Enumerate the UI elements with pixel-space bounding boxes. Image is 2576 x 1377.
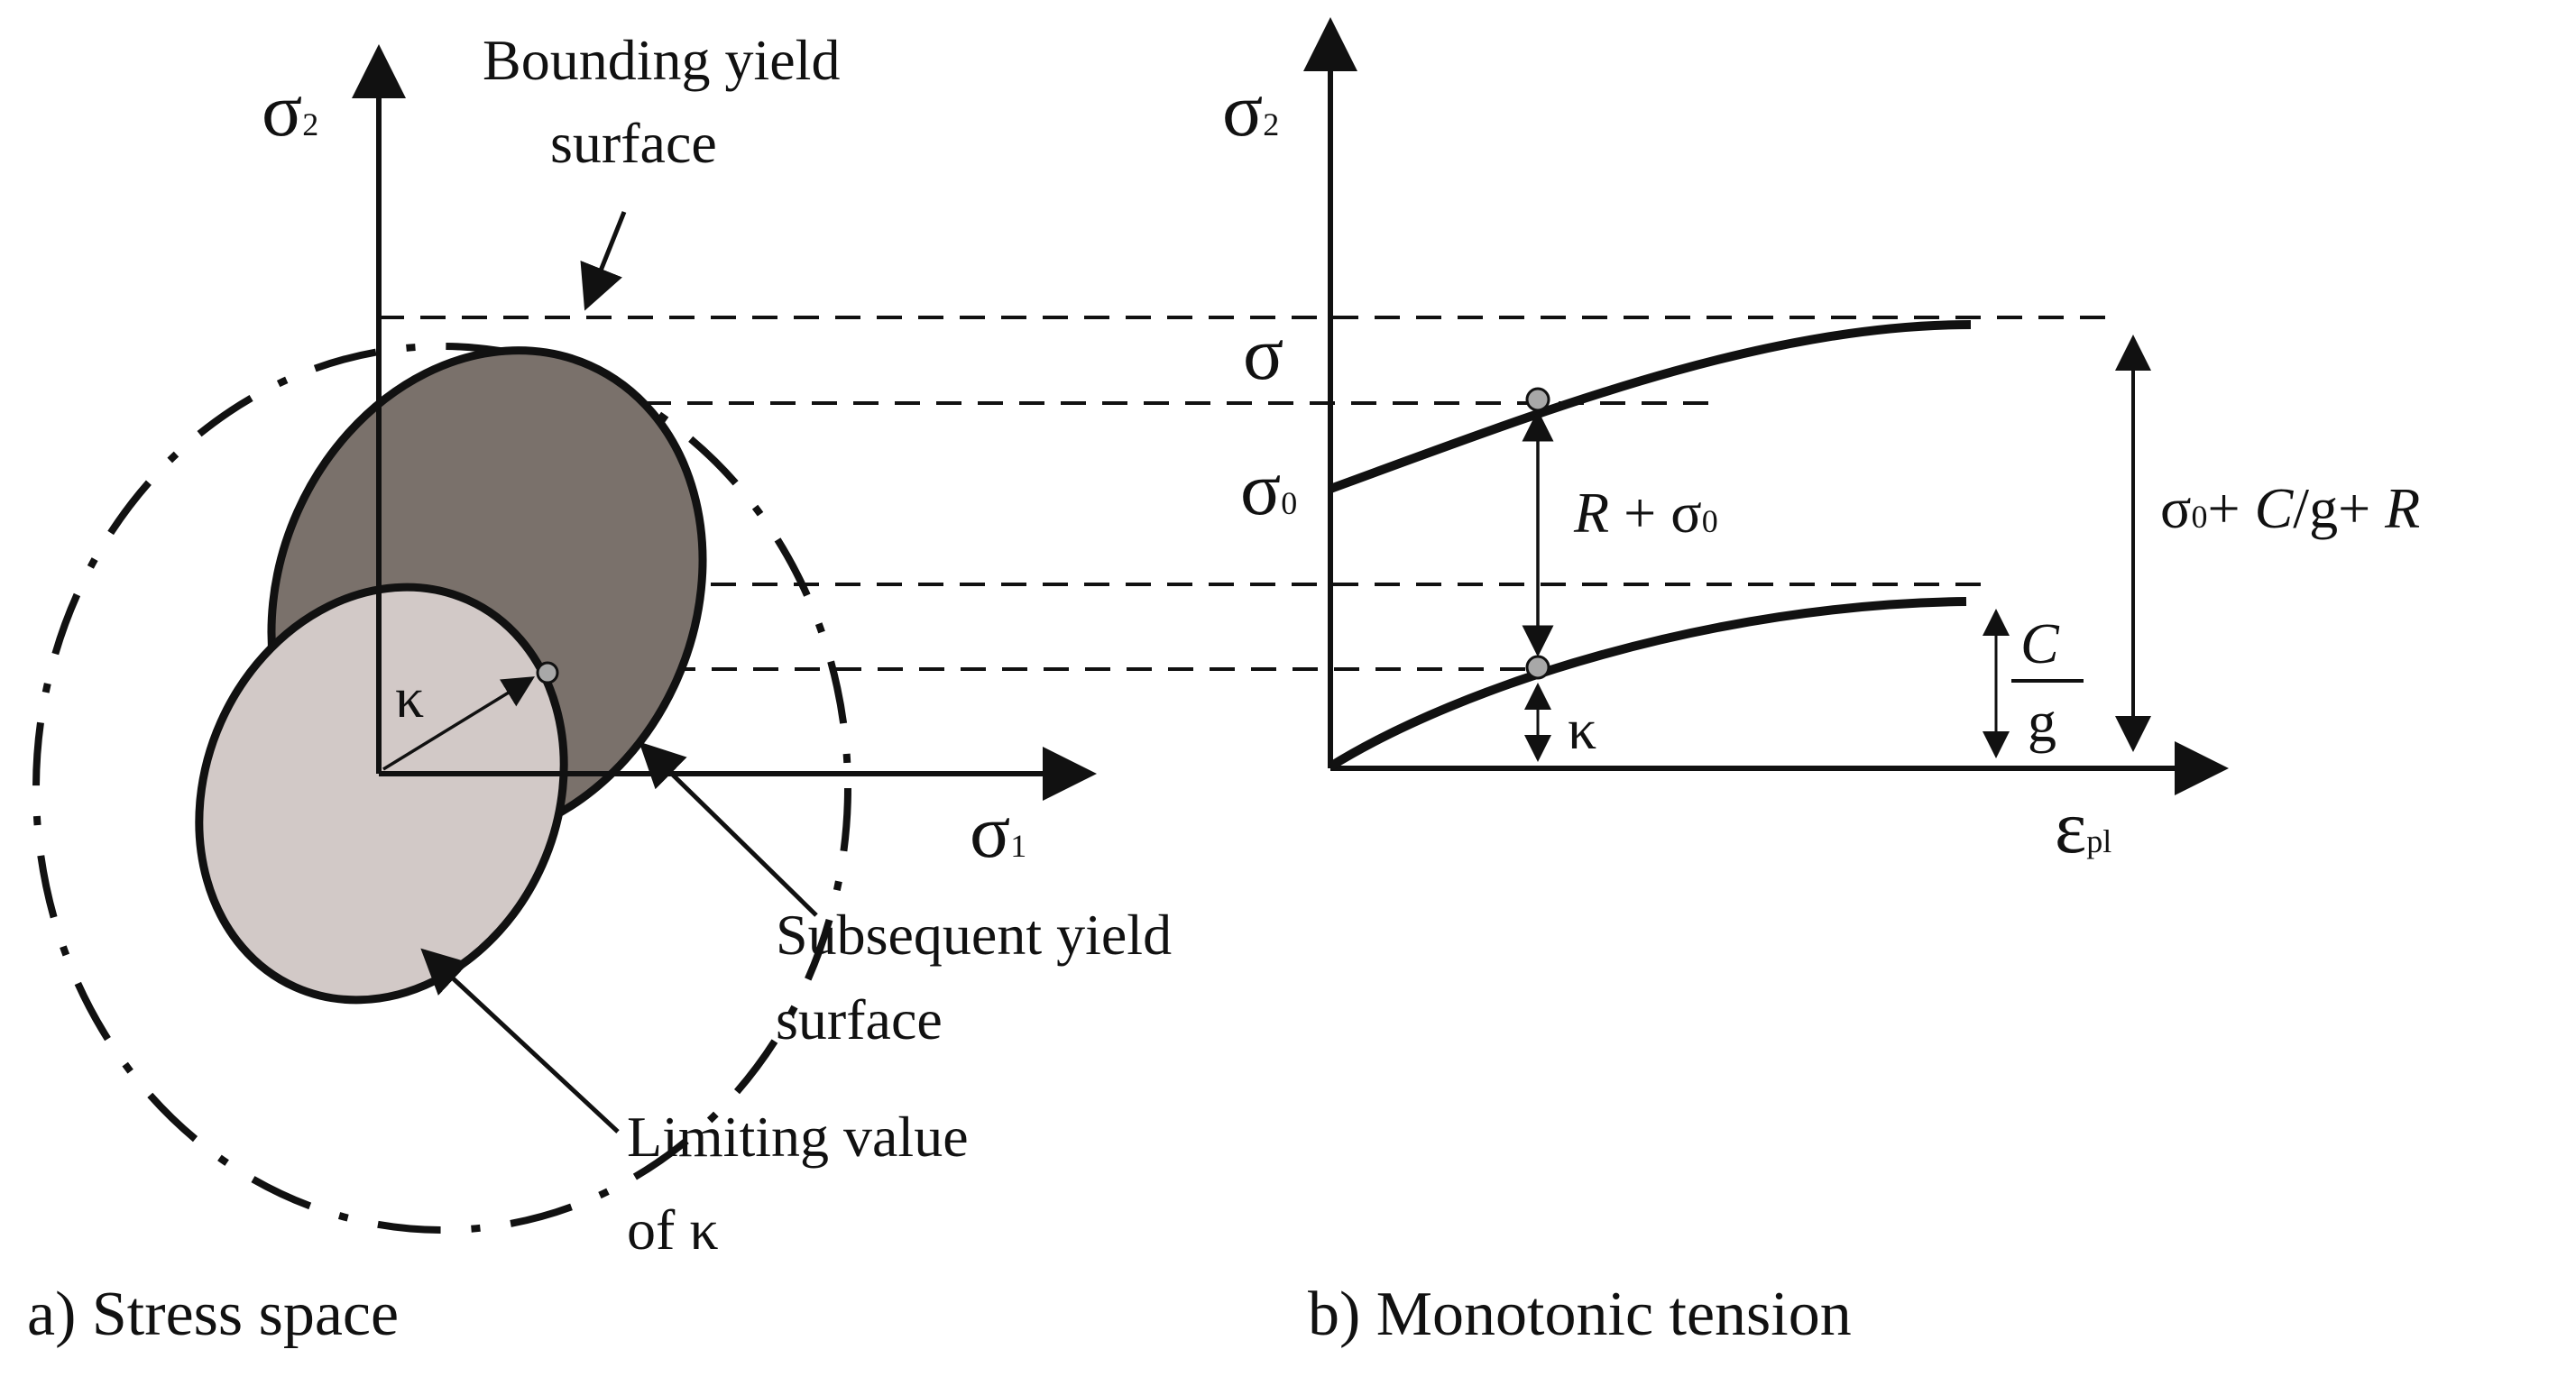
yield-point-b-lower: [1525, 655, 1550, 680]
yield-point-a: [536, 661, 559, 684]
sigma2-label-b: σ2: [1222, 69, 1279, 152]
sigma-tick-label: σ: [1243, 312, 1283, 396]
subsequent-pointer: [639, 741, 818, 917]
kappa-label-b: κ: [1568, 697, 1596, 761]
limiting-pointer: [420, 948, 620, 1134]
caption-b: b) Monotonic tension: [1308, 1280, 1852, 1349]
limiting-label-line2: of κ: [627, 1198, 719, 1262]
bounding-pointer: [580, 211, 627, 311]
total-label: σ0+ C/g+ R: [2160, 476, 2420, 540]
yield-point-b-upper: [1525, 387, 1550, 412]
panel-b-monotonic-tension: σ2 εpl σ σ0 R + σ0 κ C g σ0+ C/g+ R b) M…: [1222, 17, 2420, 1349]
limiting-yield-surface: [195, 583, 568, 1005]
r-plus-sigma0-label: R + σ0: [1573, 481, 1718, 545]
upper-hardening-curve: [1329, 320, 1972, 493]
c-over-g-numerator: C: [2020, 611, 2060, 675]
kappa-label-a: κ: [395, 666, 424, 730]
bounding-label-line1: Bounding yield: [483, 28, 840, 92]
c-over-g-denominator: g: [2028, 690, 2056, 754]
bounding-yield-surface: [32, 343, 851, 1234]
lower-backstress-curve: [1328, 597, 1967, 771]
epl-label: εpl: [2055, 785, 2111, 869]
bounding-label-line2: surface: [550, 111, 717, 175]
subsequent-label-line2: surface: [776, 987, 943, 1051]
sigma1-label-a: σ1: [970, 790, 1026, 874]
subsequent-label-line1: Subsequent yield: [776, 903, 1172, 967]
kappa-arrow: [382, 676, 535, 771]
panel-a-stress-space: σ2 σ1 κ Bounding yield surface Subsequen…: [27, 28, 2120, 1349]
sigma2-label-a: σ2: [262, 69, 318, 152]
limiting-label-line1: Limiting value: [627, 1105, 969, 1169]
sigma0-tick-label: σ0: [1240, 447, 1297, 531]
caption-a: a) Stress space: [27, 1280, 399, 1349]
